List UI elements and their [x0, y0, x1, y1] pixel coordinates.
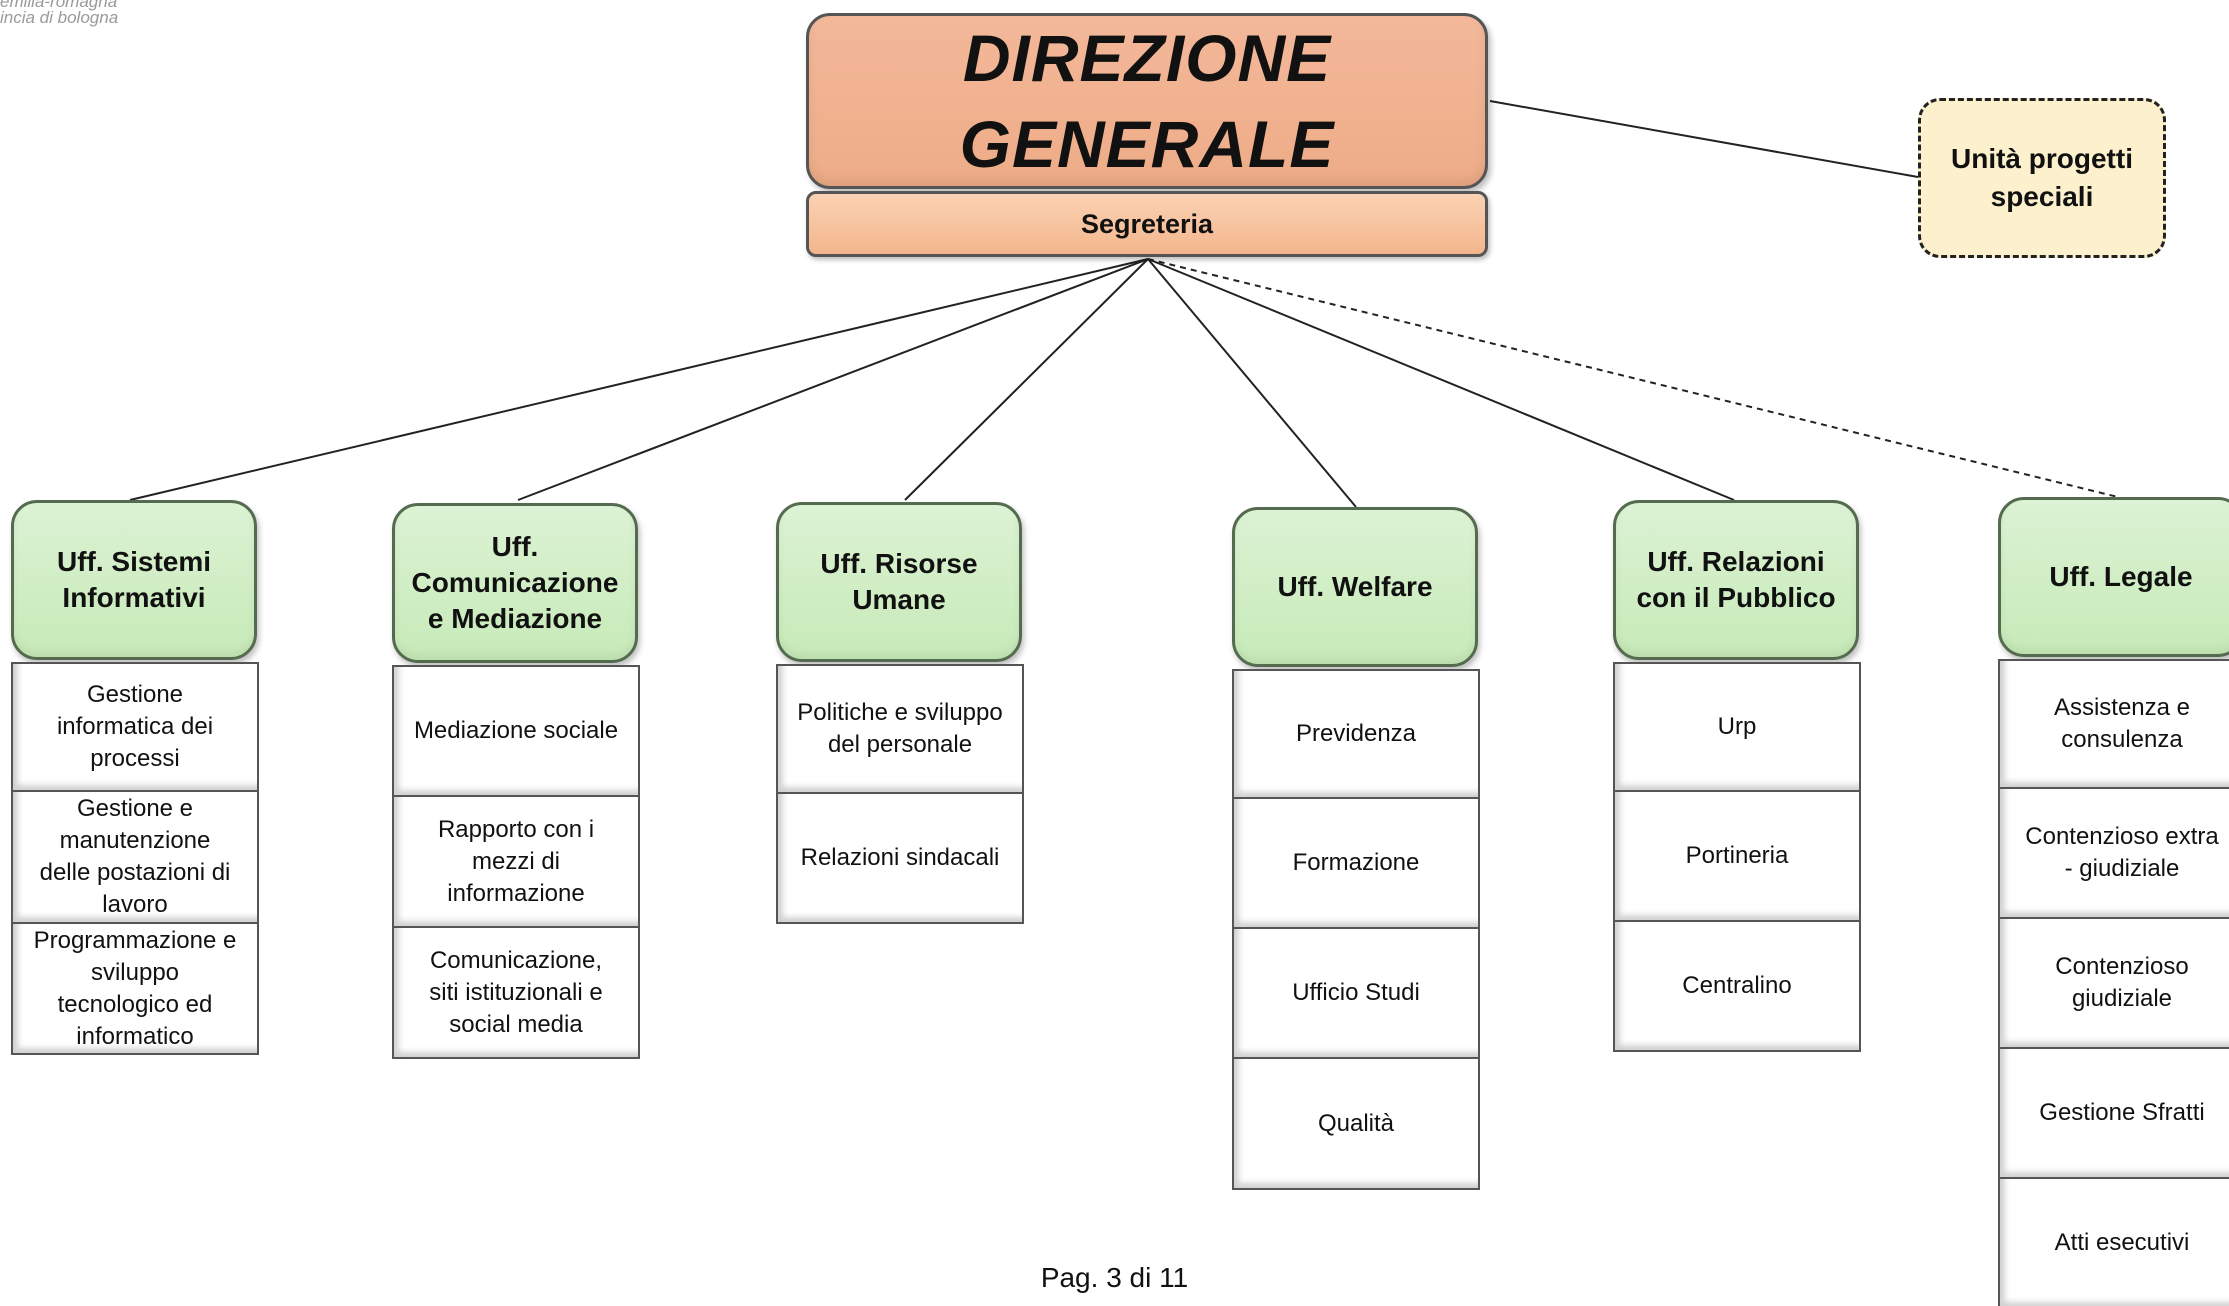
- segreteria-box: Segreteria: [806, 191, 1488, 257]
- office-items: Previdenza Formazione Ufficio Studi Qual…: [1232, 669, 1480, 1190]
- office-item: Contenzioso giudiziale: [1998, 919, 2229, 1049]
- office-item: Politiche e sviluppo del personale: [776, 664, 1024, 794]
- office-items: Urp Portineria Centralino: [1613, 662, 1861, 1052]
- office-welfare: Uff. Welfare Previdenza Formazione Uffic…: [1232, 507, 1480, 1190]
- logo-line-1: emilia-romagna: [0, 0, 118, 11]
- connector-to-sistemi-informativi: [129, 258, 1149, 501]
- office-title: Uff. Relazioni con il Pubblico: [1613, 500, 1859, 660]
- connector-to-comunicazione: [517, 258, 1149, 501]
- office-item: Ufficio Studi: [1232, 929, 1480, 1059]
- office-item: Gestione informatica dei processi: [11, 662, 259, 792]
- office-item: Assistenza e consulenza: [1998, 659, 2229, 789]
- office-item: Urp: [1613, 662, 1861, 792]
- office-item: Portineria: [1613, 792, 1861, 922]
- page-number: Pag. 3 di 11: [1040, 1262, 1189, 1293]
- direzione-title-line-1: DIREZIONE: [962, 21, 1332, 95]
- office-item: Relazioni sindacali: [776, 794, 1024, 924]
- office-title: Uff. Risorse Umane: [776, 502, 1022, 662]
- logo-line-2: incia di bologna: [0, 8, 119, 27]
- connector-to-relazioni-pubblico: [1147, 258, 1735, 501]
- office-item: Programmazione e sviluppo tecnologico ed…: [11, 924, 259, 1055]
- office-risorse-umane: Uff. Risorse Umane Politiche e sviluppo …: [776, 502, 1024, 924]
- office-relazioni-pubblico: Uff. Relazioni con il Pubblico Urp Porti…: [1613, 500, 1861, 1052]
- office-item: Atti esecutivi: [1998, 1179, 2229, 1306]
- office-item: Comunicazione, siti istituzionali e soci…: [392, 928, 640, 1059]
- office-comunicazione-mediazione: Uff. Comunicazione e Mediazione Mediazio…: [392, 503, 640, 1059]
- office-item: Qualità: [1232, 1059, 1480, 1190]
- segreteria-label: Segreteria: [1080, 208, 1214, 239]
- office-item: Contenzioso extra - giudiziale: [1998, 789, 2229, 919]
- office-legale: Uff. Legale Assistenza e consulenza Cont…: [1998, 497, 2229, 1306]
- office-item: Gestione Sfratti: [1998, 1049, 2229, 1179]
- office-items: Mediazione sociale Rapporto con i mezzi …: [392, 665, 640, 1059]
- logo-text: emilia-romagna incia di bologna: [0, 0, 150, 26]
- office-item: Mediazione sociale: [392, 665, 640, 797]
- office-item: Formazione: [1232, 799, 1480, 929]
- office-items: Politiche e sviluppo del personale Relaz…: [776, 664, 1024, 924]
- connector-to-welfare: [1147, 258, 1357, 508]
- office-item: Previdenza: [1232, 669, 1480, 799]
- special-unit-box: Unità progetti speciali: [1918, 98, 2166, 258]
- connector-to-risorse-umane: [904, 258, 1149, 501]
- office-title: Uff. Welfare: [1232, 507, 1478, 667]
- connector-to-legale: [1147, 258, 2119, 498]
- office-item: Centralino: [1613, 922, 1861, 1052]
- office-title: Uff. Sistemi Informativi: [11, 500, 257, 660]
- office-item: Rapporto con i mezzi di informazione: [392, 797, 640, 928]
- office-title: Uff. Legale: [1998, 497, 2229, 657]
- office-sistemi-informativi: Uff. Sistemi Informativi Gestione inform…: [11, 500, 259, 1055]
- office-title: Uff. Comunicazione e Mediazione: [392, 503, 638, 663]
- office-items: Gestione informatica dei processi Gestio…: [11, 662, 259, 1055]
- office-items: Assistenza e consulenza Contenzioso extr…: [1998, 659, 2229, 1306]
- direzione-generale-box: DIREZIONE GENERALE: [806, 13, 1488, 189]
- direzione-title-line-2: GENERALE: [959, 107, 1335, 181]
- office-item: Gestione e manutenzione delle postazioni…: [11, 792, 259, 924]
- connector-to-special-unit: [1489, 100, 1919, 178]
